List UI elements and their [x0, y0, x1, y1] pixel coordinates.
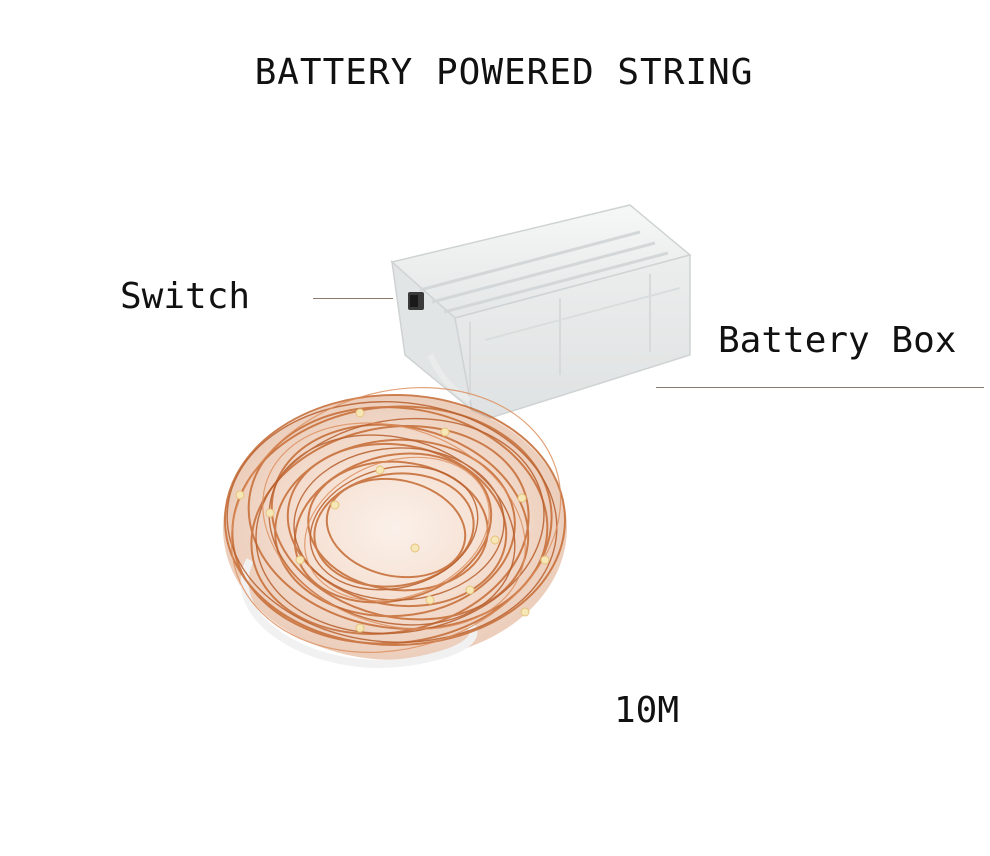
switch-leader-line	[313, 298, 393, 299]
length-label: 10M	[614, 690, 680, 731]
battery-box-label: Battery Box	[718, 320, 957, 361]
switch-label: Switch	[120, 276, 251, 317]
battery-box-leader-line	[656, 387, 984, 388]
battery-box	[390, 204, 692, 419]
page-title: BATTERY POWERED STRING	[254, 52, 754, 93]
copper-wire-coil	[223, 387, 567, 668]
